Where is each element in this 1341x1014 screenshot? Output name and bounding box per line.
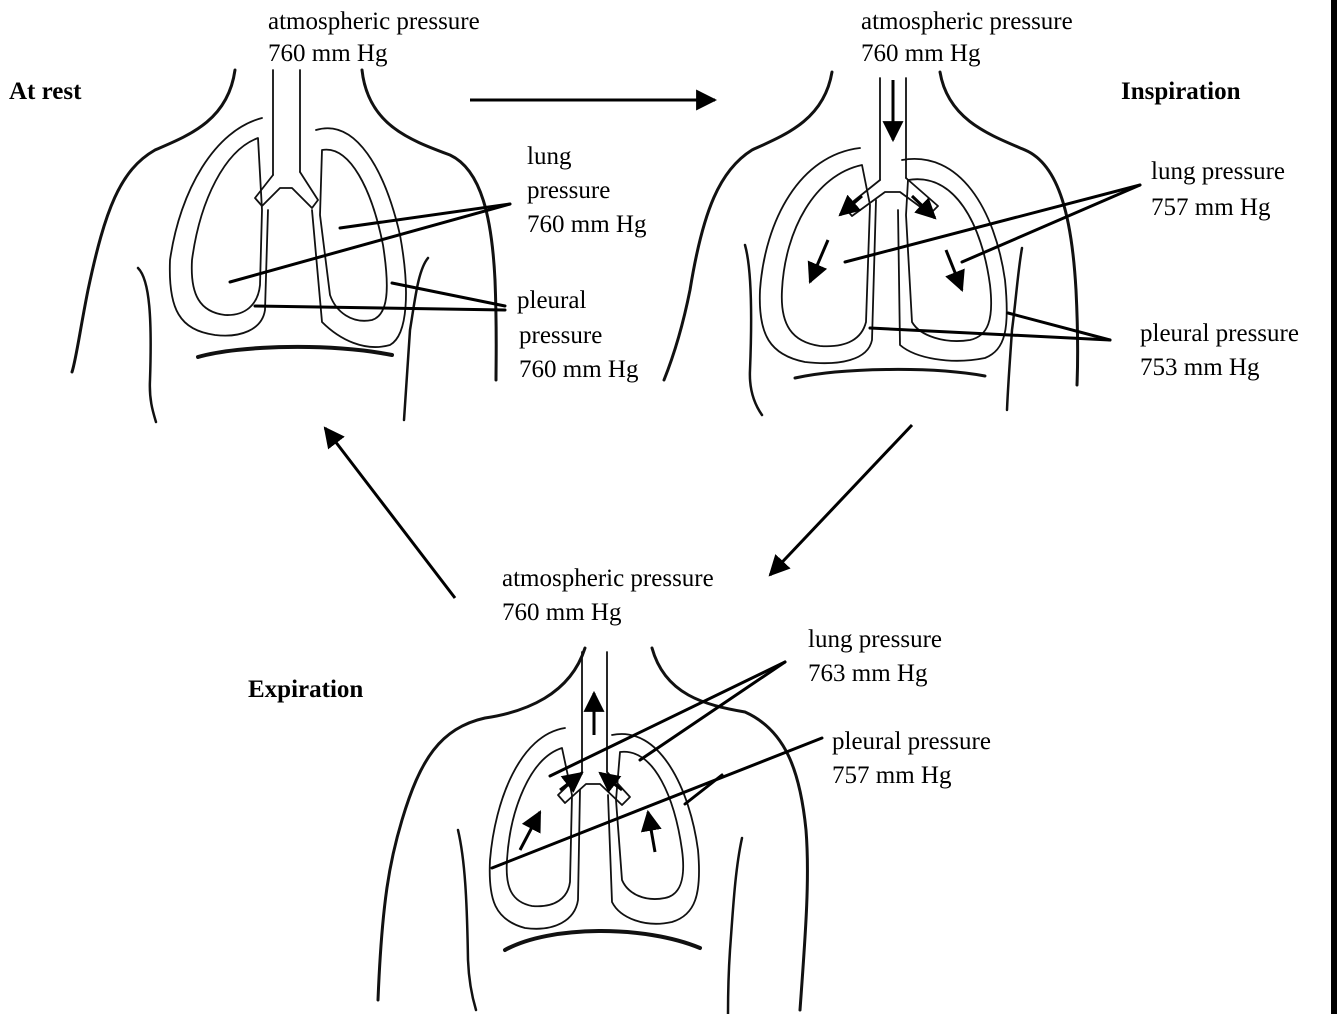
cycle-arrow-expiration-to-rest — [325, 428, 455, 598]
label-pointer-line — [340, 204, 510, 228]
stage-title-at-rest: At rest — [9, 76, 81, 108]
arm-outline — [728, 838, 742, 1014]
atmospheric-pressure-label: atmospheric pressure — [861, 6, 1073, 38]
torso-expiration — [378, 648, 822, 1014]
stage-title-expiration: Expiration — [248, 674, 363, 706]
pleural-pressure-value: 757 mm Hg — [832, 760, 951, 792]
cycle-arrow-inspiration-to-expiration — [770, 425, 912, 575]
lung-pressure-value: 760 mm Hg — [527, 209, 646, 241]
body-outline — [72, 70, 235, 372]
diaphragm — [505, 931, 700, 950]
diaphragm — [198, 347, 392, 357]
lung-outer-left — [490, 728, 580, 929]
torso-at-rest — [72, 70, 510, 422]
pleural-pressure-label: pleural — [517, 285, 586, 317]
stage-title-inspiration: Inspiration — [1121, 76, 1240, 108]
trachea — [273, 70, 300, 175]
pleural-pressure-value: 760 mm Hg — [519, 354, 638, 386]
lung-left — [192, 138, 262, 315]
arm-outline — [1007, 248, 1022, 410]
bronchi — [255, 172, 318, 208]
airflow-arrow — [810, 240, 828, 282]
torso-inspiration — [664, 72, 1140, 415]
arm-outline — [138, 268, 156, 422]
lung-pressure-label: lung pressure — [1151, 156, 1285, 188]
airflow-arrow — [946, 250, 962, 290]
label-pointer-line — [255, 306, 505, 310]
atmospheric-pressure-value: 760 mm Hg — [268, 38, 387, 70]
lung-outer-left — [760, 148, 876, 363]
lung-pressure-value: 757 mm Hg — [1151, 192, 1270, 224]
atmospheric-pressure-value: 760 mm Hg — [861, 38, 980, 70]
atmospheric-pressure-label: atmospheric pressure — [268, 6, 480, 38]
body-outline — [664, 72, 832, 380]
label-pointer-line — [640, 662, 785, 760]
lung-pressure-label: lung — [527, 141, 571, 173]
lung-pressure-label: lung pressure — [808, 624, 942, 656]
arm-outline — [745, 245, 762, 415]
label-pointer-line — [845, 185, 1140, 262]
diaphragm — [795, 369, 985, 378]
pleural-pressure-label: pleural pressure — [1140, 318, 1299, 350]
pleural-pressure-label: pleural pressure — [832, 726, 991, 758]
lung-right — [320, 150, 387, 321]
atmospheric-pressure-label: atmospheric pressure — [502, 563, 714, 595]
label-pointer-line — [392, 283, 505, 306]
label-pointer-line — [492, 738, 822, 868]
airflow-arrow — [648, 812, 655, 852]
pleural-pressure-label: pressure — [519, 320, 602, 352]
pleural-pressure-value: 753 mm Hg — [1140, 352, 1259, 384]
lung-outer-right — [608, 734, 699, 924]
arm-outline — [458, 830, 476, 1010]
arm-outline — [404, 258, 428, 420]
label-pointer-line — [230, 204, 510, 282]
lung-left — [782, 165, 870, 346]
atmospheric-pressure-value: 760 mm Hg — [502, 597, 621, 629]
lung-pressure-value: 763 mm Hg — [808, 658, 927, 690]
body-outline — [378, 648, 585, 1000]
lung-pressure-label: pressure — [527, 175, 610, 207]
airflow-arrow — [520, 812, 540, 850]
